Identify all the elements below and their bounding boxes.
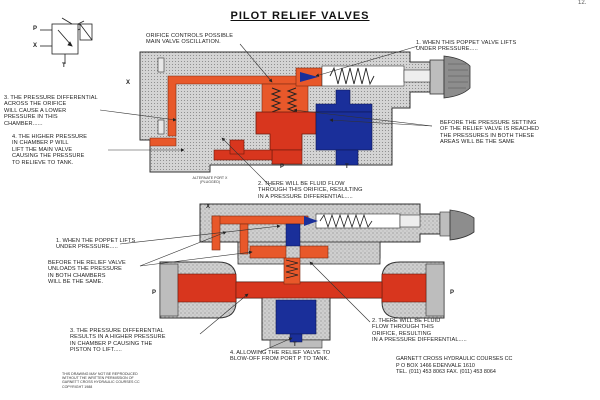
top-note-4: 4. THE HIGHER PRESSURE IN CHAMBER P WILL… (12, 134, 88, 166)
bottom-leader-lines (119, 224, 371, 353)
bottom-note-3: 3. THE PRESSURE DIFFERENTIAL RESULTS IN … (70, 328, 166, 354)
top-tank-passage (315, 89, 373, 166)
top-pilot-passage (149, 65, 431, 147)
relief-valve-symbol (40, 17, 93, 64)
bottom-tank-passage (275, 223, 317, 343)
copyright-note: THIS DRAWING MAY NOT BE REPRODUCED WITHO… (62, 372, 140, 389)
bottom-note-1: 1. WHEN THE POPPET LIFTS UNDER PRESSURE.… (56, 238, 136, 251)
bottom-port-x: X (206, 204, 211, 210)
top-orifice-note: ORIFICE CONTROLS POSSIBLE MAIN VALVE OSC… (146, 33, 234, 46)
top-note-before: BEFORE THE PRESSURE SETTING OF THE RELIE… (440, 120, 540, 146)
top-note-1: 1. WHEN THIS POPPET VALVE LIFTS UNDER PR… (416, 40, 517, 53)
company-contact: GARNETT CROSS HYDRAULIC COURSES CC P O B… (396, 356, 513, 376)
page-title: PILOT RELIEF VALVES (230, 10, 370, 22)
top-main-spring (270, 87, 298, 113)
bottom-main-piston (177, 257, 427, 303)
top-port-x: X (126, 80, 131, 86)
bottom-port-t: T (293, 342, 297, 348)
top-leader-lines (99, 43, 433, 187)
bottom-note-before: BEFORE THE RELIEF VALVE UNLOADS THE PRES… (48, 260, 126, 286)
symbol-port-t: T (62, 63, 66, 69)
top-port-p: P (280, 164, 285, 170)
top-note-2: 2. THERE WILL BE FLUID FLOW THROUGH THIS… (258, 181, 363, 200)
top-port-t: T (345, 164, 349, 170)
alternate-port-label: ALTERNATE PORT X (PLUGGED) (192, 176, 228, 185)
bottom-note-2: 2. THERE WILL BE FLUID FLOW THROUGH THIS… (372, 318, 467, 344)
bottom-note-4: 4. ALLOWING THE RELIEF VALVE TO BLOW-OFF… (230, 350, 331, 363)
symbol-port-x: X (33, 43, 38, 49)
page-number: 12. (578, 0, 587, 6)
top-note-3: 3. THE PRESSURE DIFFERENTIAL ACROSS THE … (4, 95, 98, 127)
bottom-port-p-left: P (152, 290, 157, 296)
bottom-port-p-right: P (450, 290, 455, 296)
top-main-piston (213, 111, 317, 165)
symbol-port-p: P (33, 26, 38, 32)
